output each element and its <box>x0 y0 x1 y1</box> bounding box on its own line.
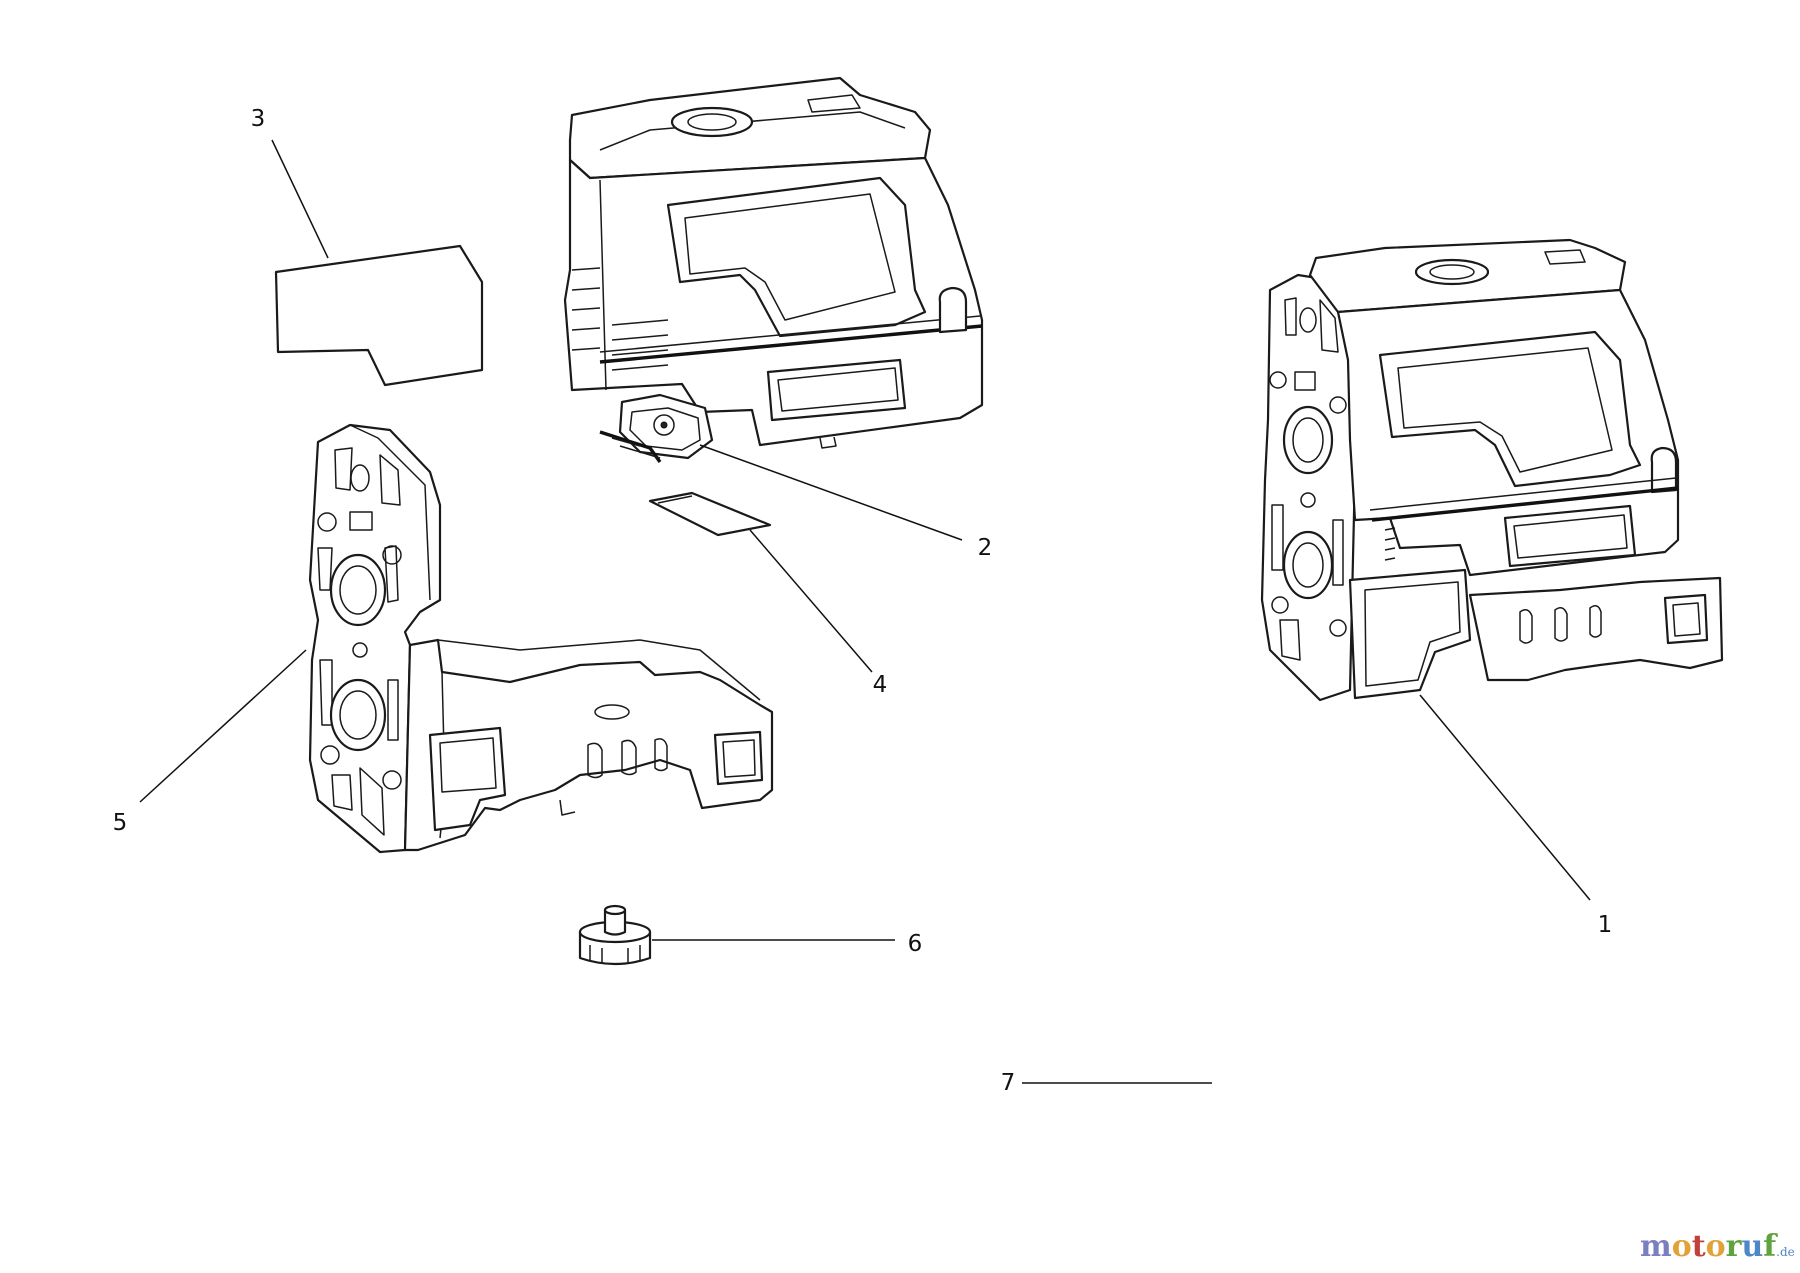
leader-1 <box>1419 694 1591 901</box>
leader-2 <box>699 444 963 541</box>
callout-2: 2 <box>978 535 993 561</box>
callout-1: 1 <box>1598 912 1613 938</box>
part-6-thumb-screw <box>578 904 652 966</box>
callout-7: 7 <box>1001 1070 1016 1096</box>
leader-3 <box>271 139 329 259</box>
leader-lines <box>139 139 1591 1084</box>
callout-4: 4 <box>873 672 888 698</box>
watermark-text: motoruf.de <box>1640 1229 1795 1264</box>
part-3-label-sticker <box>274 244 484 387</box>
leader-4 <box>749 529 873 673</box>
leader-5 <box>139 649 307 803</box>
callout-6: 6 <box>908 931 923 957</box>
part-1-laser-assembly <box>1260 238 1724 702</box>
part-2-laser-housing <box>563 76 984 463</box>
part-5-l-bracket <box>308 423 774 854</box>
callout-5: 5 <box>113 810 128 836</box>
watermark-logo: motoruf.de <box>1640 1229 1795 1264</box>
callout-labels: 1 2 3 4 5 6 7 <box>113 106 1613 1096</box>
callout-3: 3 <box>251 106 266 132</box>
part-4-small-label <box>648 491 772 537</box>
